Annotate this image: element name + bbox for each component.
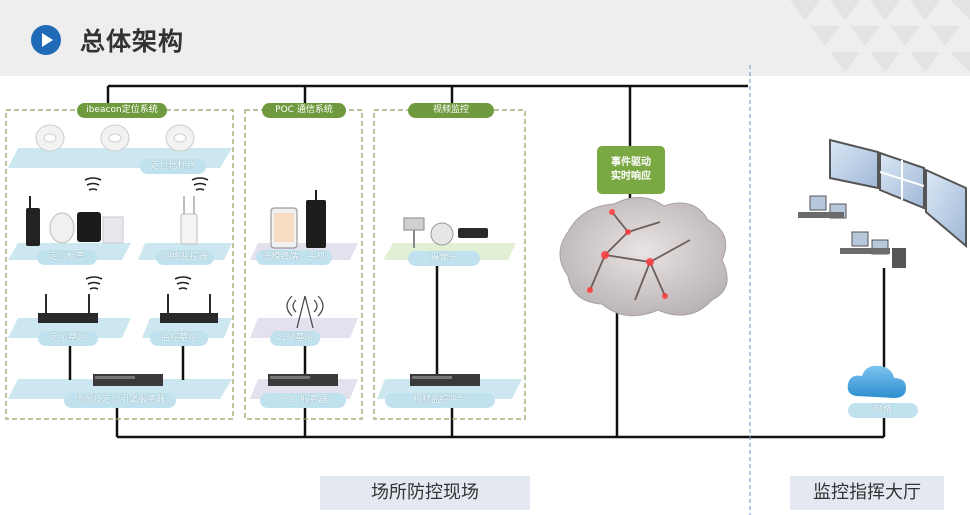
internal-links [68,262,439,380]
event-box-line1: 事件驱动 [611,157,651,168]
camera-devices [403,217,488,248]
monitor-wall [829,138,967,249]
play-icon [31,25,61,55]
label-gateway-monitor: 网络监控器 [156,250,214,265]
label-monitor-base: 监控基站 [150,331,208,346]
beacon-devices [35,124,195,152]
server-devices [93,374,480,386]
label-poc-server: POC 服务器 [260,393,346,408]
label-public-base: 公网基站 [270,331,320,346]
event-driven-box: 事件驱动 实时响应 [597,146,665,194]
gateway-device [180,196,198,245]
platforms [8,148,522,399]
label-camera: 摄像头 [408,251,480,266]
footer-site-label: 场所防控现场 [320,476,530,510]
wireless-signal-icons [84,177,209,290]
group-title-ibeacon: ibeacon定位系统 [77,103,167,118]
page-title: 总体架构 [80,27,185,56]
label-video-platform: 视频监控平台 [385,393,495,408]
base-station-devices [38,294,218,323]
workstations [798,195,906,268]
label-beacon-points: 定位信标点 [140,159,206,174]
label-positioning-base: 定位基站 [38,331,98,346]
label-positioning-tags: 定位标签 [37,250,97,265]
terminal-devices [270,190,326,249]
group-title-poc: POC 通信系统 [262,103,346,118]
bottom-bus [115,268,886,439]
event-box-line2: 实时响应 [611,171,651,182]
label-network: 网络 [848,403,918,418]
header-bar: 总体架构 [0,0,970,76]
decorative-pattern [790,0,970,72]
tag-devices [26,196,124,246]
label-map-server: 地图及定位引擎服务器 [64,393,176,408]
network-cloud-icon [847,365,906,398]
event-cloud [559,197,728,317]
label-multimode-terminal: 多模终端、手机 [256,250,332,265]
group-title-video: 视频监控 [408,103,494,118]
footer-control-label: 监控指挥大厅 [790,476,944,510]
tower-icon [286,295,324,329]
